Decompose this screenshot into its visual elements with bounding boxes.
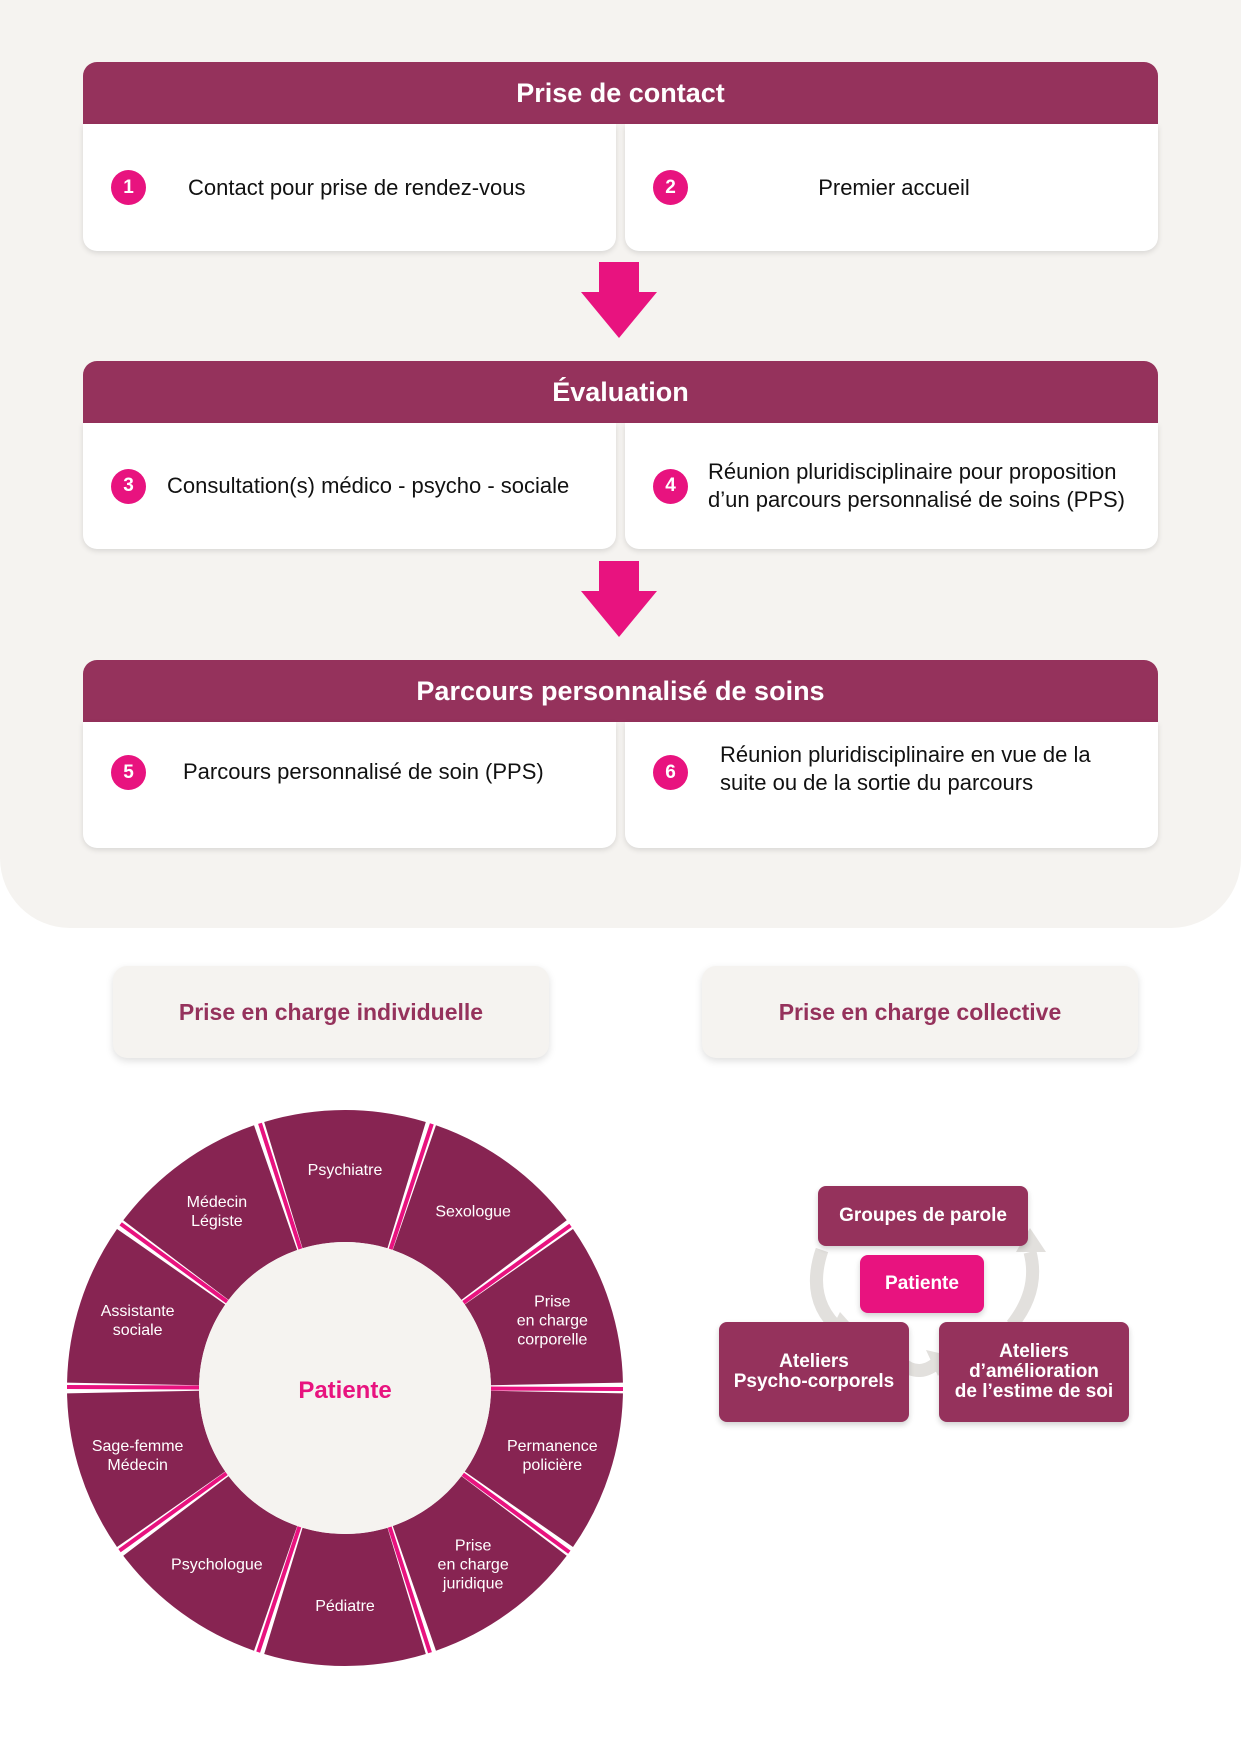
wheel-segment [123, 1125, 298, 1300]
groupes-de-parole-box: Groupes de parole [818, 1186, 1028, 1246]
section-prise-de-contact: Prise de contact 1 Contact pour prise de… [83, 62, 1158, 251]
wheel-center [199, 1242, 491, 1534]
step-number: 4 [653, 468, 688, 504]
box-line: Ateliers [999, 1341, 1069, 1362]
step-number: 2 [653, 170, 688, 205]
step-text: Réunion pluridisciplinaire pour proposit… [708, 459, 1126, 512]
box-line: de l’estime de soi [954, 1381, 1114, 1402]
label-line: juridique [442, 1575, 504, 1592]
step-text: Contact pour prise de rendez-vous [188, 174, 526, 200]
segment-edge [118, 1471, 228, 1553]
step-number: 3 [111, 468, 146, 504]
segment-edge [119, 1222, 229, 1304]
step-number: 1 [111, 170, 146, 205]
arrow-head-icon [1016, 1228, 1046, 1252]
step-card-3: 3 Consultation(s) médico - psycho - soci… [83, 423, 616, 549]
label-line: Prise [534, 1294, 571, 1311]
wheel-segment [464, 1390, 623, 1548]
label-line: Légiste [191, 1213, 243, 1230]
label-line: Médecin [187, 1194, 247, 1211]
step-card-5: 5 Parcours personnalisé de soin (PPS) [83, 722, 616, 848]
patiente-box: Patiente [860, 1255, 984, 1313]
step-text: Consultation(s) médico - psycho - social… [167, 473, 570, 498]
wheel-segment [392, 1476, 567, 1651]
step-number: 5 [111, 755, 146, 790]
step-card-6: 6 Réunion pluridisciplinaire en vue de l… [625, 722, 1158, 848]
step-text: Réunion pluridisciplinaire en vue de la … [720, 742, 1091, 795]
arrow-down-icon [581, 262, 657, 338]
segment-edge [388, 1123, 434, 1250]
wheel-segment-label: Permanence policière [507, 1438, 598, 1474]
individual-care-button[interactable]: Prise en charge individuelle [113, 966, 549, 1058]
curved-arrow-icon [1006, 1250, 1040, 1330]
segment-edge [258, 1122, 303, 1250]
box-line: Psycho-corporels [733, 1371, 895, 1392]
wheel-segment-label: Assistante sociale [101, 1303, 175, 1339]
box-line: Ateliers [779, 1351, 849, 1372]
label-line: corporelle [517, 1332, 587, 1349]
label-line: Psychologue [171, 1556, 263, 1573]
wheel-segment-label: Prise en charge corporelle [517, 1294, 588, 1349]
section-evaluation: Évaluation 3 Consultation(s) médico - ps… [83, 361, 1158, 549]
wheel-segment [123, 1476, 298, 1651]
label-line: Pédiatre [315, 1598, 375, 1615]
wheel-segment [67, 1228, 226, 1386]
segment-edge [461, 1472, 571, 1554]
wheel-segment [392, 1125, 567, 1300]
wheel-segment [264, 1527, 426, 1666]
wheel-segment-label: Prise en charge juridique [438, 1537, 509, 1592]
section-parcours: Parcours personnalisé de soins 5 Parcour… [83, 660, 1158, 848]
label-line: Sage-femme [92, 1438, 184, 1455]
ateliers-psycho-box: Ateliers Psycho-corporels [719, 1322, 909, 1422]
wheel-center-label: Patiente [298, 1377, 391, 1404]
label-line: en charge [438, 1556, 509, 1573]
step-card-2: 2 Premier accueil [625, 124, 1158, 251]
box-line: d’amélioration [969, 1361, 1099, 1382]
step-card-4: 4 Réunion pluridisciplinaire pour propos… [625, 423, 1158, 549]
segment-edge [387, 1526, 432, 1654]
arrow-down-icon [581, 561, 657, 637]
wheel-segment-label: Psychiatre [308, 1162, 383, 1179]
section-title: Parcours personnalisé de soins [83, 660, 1158, 722]
wheel-segment [67, 1390, 226, 1548]
wheel-segment-label: Psychologue [171, 1556, 263, 1573]
label-line: Psychiatre [308, 1162, 383, 1179]
label-line: Médecin [107, 1457, 167, 1474]
step-text: Premier accueil [818, 174, 970, 200]
label-line: Sexologue [435, 1204, 511, 1221]
segment-edge [256, 1526, 302, 1653]
section-title: Évaluation [83, 361, 1158, 423]
collective-care-button[interactable]: Prise en charge collective [702, 966, 1138, 1058]
step-card-1: 1 Contact pour prise de rendez-vous [83, 124, 616, 251]
label-line: sociale [113, 1322, 163, 1339]
wheel-segment [264, 1110, 426, 1249]
label-line: policière [523, 1457, 583, 1474]
step-number: 6 [653, 755, 688, 790]
label-line: en charge [517, 1313, 588, 1330]
wheel-segment-label: Pédiatre [315, 1598, 375, 1615]
section-title: Prise de contact [83, 62, 1158, 124]
ateliers-estime-box: Ateliers d’amélioration de l’estime de s… [939, 1322, 1129, 1422]
label-line: Prise [455, 1537, 492, 1554]
wheel-segment-label: Sexologue [435, 1204, 511, 1221]
segment-edge [462, 1223, 572, 1305]
wheel-segment [464, 1228, 623, 1386]
label-line: Permanence [507, 1438, 598, 1455]
step-text: Parcours personnalisé de soin (PPS) [183, 759, 544, 784]
curved-arrow-icon [809, 1247, 845, 1335]
label-line: Assistante [101, 1303, 175, 1320]
